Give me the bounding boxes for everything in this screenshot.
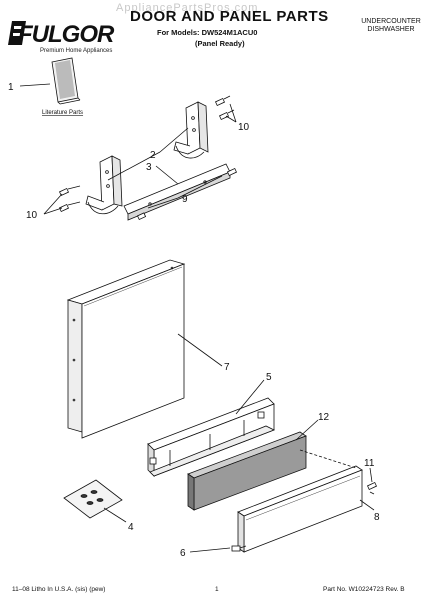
leader-line-9b (177, 175, 223, 199)
screw-pair-upper[interactable] (214, 95, 235, 121)
footer-part-number: Part No. W10224723 Rev. B (323, 586, 405, 593)
insulation-strip[interactable] (187, 431, 307, 511)
toe-kick-plate[interactable] (237, 449, 363, 553)
callout-5: 5 (266, 372, 272, 383)
leader-line-10b-b (43, 193, 63, 215)
leader-line-8 (359, 499, 375, 511)
leader-line-2a (159, 127, 189, 153)
leader-line-6 (189, 547, 231, 553)
toe-panel-bracket[interactable] (147, 397, 275, 477)
brand-tagline: Premium Home Appliances (40, 48, 113, 54)
hinge-bracket-left[interactable] (85, 155, 123, 215)
panel-cross-bar[interactable] (123, 163, 231, 221)
watermark-text: AppliancePartsPros.com (116, 2, 259, 14)
hardware-bag[interactable] (63, 479, 123, 519)
model-variant: (Panel Ready) (195, 39, 245, 48)
callout-12: 12 (318, 412, 330, 423)
screw-toe-plate[interactable] (366, 481, 378, 495)
hinge-bracket-right[interactable] (173, 101, 209, 159)
callout-10-upper: 10 (238, 122, 250, 133)
callout-9: 9 (182, 194, 188, 205)
appliance-type-line2: DISHWASHER (367, 26, 415, 33)
leader-line-10b (43, 207, 63, 215)
leader-line-1 (19, 83, 51, 87)
callout-10-lower: 10 (26, 210, 38, 221)
leader-line-11 (369, 467, 373, 483)
callout-3: 3 (146, 162, 152, 173)
leader-line-3 (155, 165, 179, 185)
leader-line-10a-b (229, 103, 237, 123)
leader-line-9 (147, 197, 179, 209)
footer-print-info: 11–08 Litho In U.S.A. (sis) (pew) (12, 586, 106, 593)
callout-11: 11 (364, 458, 375, 469)
appliance-type-line1: UNDERCOUNTER (361, 18, 421, 25)
literature-booklet[interactable] (51, 57, 81, 105)
appliance-type: UNDERCOUNTER DISHWASHER (351, 18, 431, 34)
brand-logo: FULGOR Premium Home Appliances (8, 18, 120, 58)
callout-1: 1 (8, 82, 14, 93)
screw-pair-lower[interactable] (58, 185, 81, 213)
leader-line-4 (103, 507, 127, 523)
callout-8: 8 (374, 512, 380, 523)
brand-emblem-icon (8, 21, 26, 45)
model-number: For Models: DW524M1ACU0 (157, 28, 258, 37)
screw-bar-left[interactable] (136, 212, 147, 221)
footer-page-number: 1 (215, 586, 219, 593)
leader-line-7 (177, 333, 223, 367)
toe-plate-clip[interactable] (231, 545, 247, 552)
page-title: DOOR AND PANEL PARTS (130, 8, 329, 25)
callout-4: 4 (128, 522, 134, 533)
leader-line-10a (225, 115, 237, 123)
leader-line-12 (295, 419, 319, 441)
callout-6: 6 (180, 548, 186, 559)
screw-bar-right[interactable] (226, 167, 238, 177)
leader-line-5 (235, 379, 265, 415)
callout-7: 7 (224, 362, 230, 373)
callout-2: 2 (150, 150, 156, 161)
door-panel[interactable] (66, 259, 186, 439)
literature-parts-label: Literature Parts (42, 110, 83, 116)
brand-name: FULGOR (18, 21, 114, 48)
leader-line-2b (107, 151, 161, 181)
